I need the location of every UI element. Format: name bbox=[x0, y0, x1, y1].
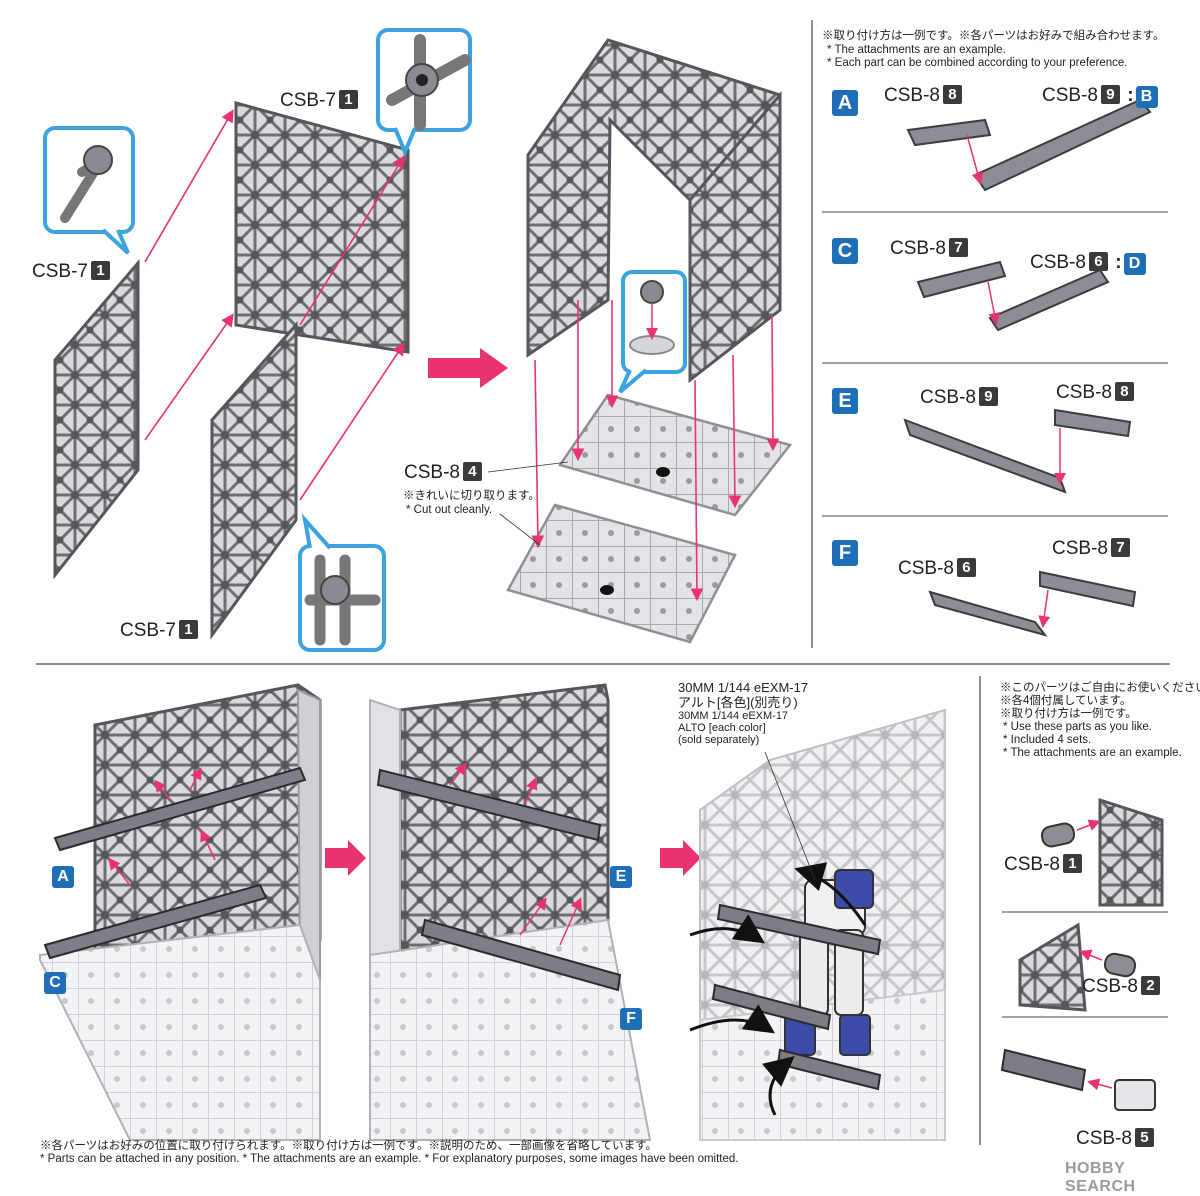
option-tag-a: A bbox=[832, 90, 858, 116]
part-number-badge: 6 bbox=[1088, 252, 1108, 271]
kit-name-line-4: ALTO [each color] bbox=[678, 722, 766, 734]
part-number-badge: 9 bbox=[1100, 85, 1120, 104]
spare-note-en-2: * Included 4 sets. bbox=[1003, 734, 1092, 746]
part-number-badge: 1 bbox=[90, 261, 110, 280]
part-code: CSB-7 bbox=[280, 90, 336, 111]
part-number-badge: 7 bbox=[1110, 538, 1130, 557]
kit-name-line-3: 30MM 1/144 eEXM-17 bbox=[678, 710, 789, 722]
part-number-badge: 1 bbox=[338, 90, 358, 109]
kit-name-line-2: アルト[各色](別売り) bbox=[678, 695, 798, 710]
part-code: CSB-8 bbox=[1076, 1128, 1132, 1149]
part-code: CSB-8 bbox=[1042, 85, 1098, 106]
part-number-badge: 1 bbox=[1062, 854, 1082, 873]
step-tag-f: F bbox=[620, 1008, 642, 1030]
part-code: CSB-7 bbox=[32, 261, 88, 282]
cut-note-en: * Cut out cleanly. bbox=[406, 504, 493, 516]
part-number-badge: 2 bbox=[1140, 976, 1160, 995]
cut-note-jp: ※きれいに切り取ります。 bbox=[403, 490, 540, 502]
kit-name-line-1: 30MM 1/144 eEXM-17 bbox=[678, 680, 809, 695]
spare-note-en-1: * Use these parts as you like. bbox=[1003, 721, 1152, 733]
part-number-badge: 9 bbox=[978, 387, 998, 406]
option-tag-e: E bbox=[832, 388, 858, 414]
footer-note-jp: ※各パーツはお好みの位置に取り付けられます。※取り付け方は一例です。※説明のため… bbox=[40, 1140, 657, 1152]
option-tag-c: C bbox=[832, 238, 858, 264]
spare-note-jp-2: ※各4個付属しています。 bbox=[1000, 695, 1132, 707]
step-tag-e: E bbox=[610, 866, 632, 888]
spare-note-en-3: * The attachments are an example. bbox=[1003, 747, 1182, 759]
part-code: CSB-8 bbox=[890, 238, 946, 259]
part-code: CSB-8 bbox=[884, 85, 940, 106]
spare-note-jp-3: ※取り付け方は一例です。 bbox=[1000, 708, 1137, 720]
part-number-badge: 7 bbox=[948, 238, 968, 257]
step-tag-c: C bbox=[44, 972, 66, 994]
part-code: CSB-8 bbox=[404, 462, 460, 483]
part-code: CSB-8 bbox=[1052, 538, 1108, 559]
part-code: CSB-8 bbox=[1004, 854, 1060, 875]
kit-note: 30MM 1/144 eEXM-17 アルト[各色](別売り) 30MM 1/1… bbox=[678, 680, 808, 746]
part-number-badge: 5 bbox=[1134, 1128, 1154, 1147]
part-code: CSB-8 bbox=[920, 387, 976, 408]
part-number-badge: 1 bbox=[178, 620, 198, 639]
option-tag-f: F bbox=[832, 540, 858, 566]
option-tag-b: B bbox=[1135, 86, 1158, 108]
part-number-badge: 6 bbox=[956, 558, 976, 577]
attachments-note-jp: ※取り付け方は一例です。※各パーツはお好みで組み合わせます。 bbox=[822, 30, 1165, 42]
part-number-badge: 8 bbox=[1114, 382, 1134, 401]
kit-name-line-5: (sold separately) bbox=[678, 734, 760, 746]
combine-note-en: * Each part can be combined according to… bbox=[827, 57, 1128, 69]
part-number-badge: 4 bbox=[462, 462, 482, 481]
part-number-badge: 8 bbox=[942, 85, 962, 104]
spare-parts-notes: ※このパーツはご自由にお使いください。 ※各4個付属しています。 ※取り付け方は… bbox=[1000, 682, 1200, 760]
part-code: CSB-8 bbox=[898, 558, 954, 579]
attachments-note-en: * The attachments are an example. bbox=[827, 44, 1006, 56]
option-tag-d: D bbox=[1123, 253, 1146, 275]
footer-note-en: * Parts can be attached in any position.… bbox=[40, 1153, 739, 1165]
part-code: CSB-8 bbox=[1056, 382, 1112, 403]
part-code: CSB-8 bbox=[1030, 252, 1086, 273]
step-tag-a: A bbox=[52, 866, 74, 888]
spare-note-jp-1: ※このパーツはご自由にお使いください。 bbox=[1000, 682, 1200, 694]
part-code: CSB-7 bbox=[120, 620, 176, 641]
part-code: CSB-8 bbox=[1082, 976, 1138, 997]
